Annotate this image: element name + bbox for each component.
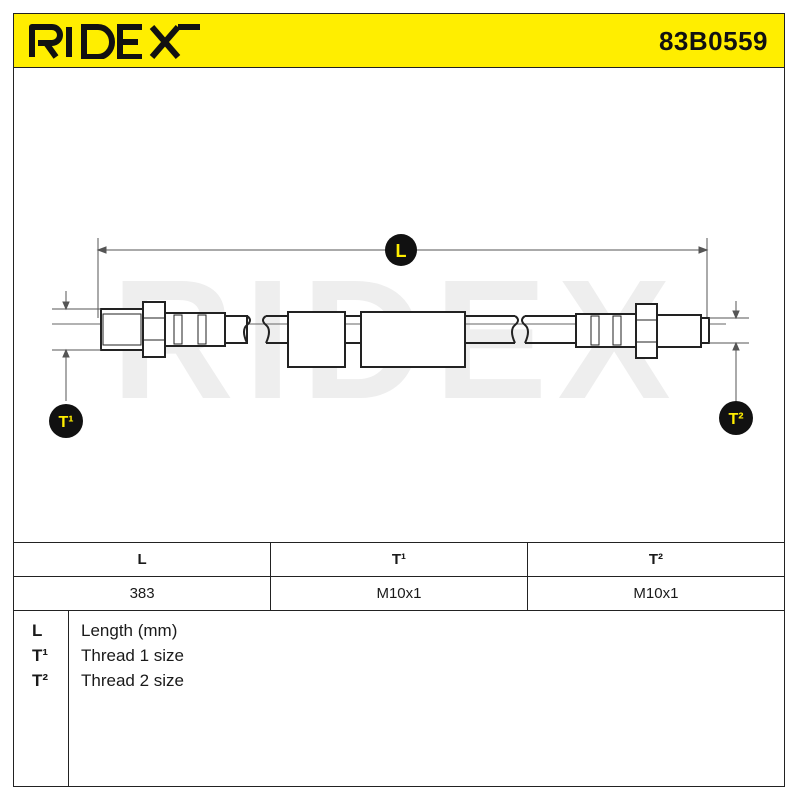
svg-text:T²: T² [728,411,743,428]
part-number: 83B0559 [658,26,768,56]
spec-table: L T¹ T² 383 M10x1 M10x1 [14,542,784,611]
legend-item: L Length (mm) [14,621,784,645]
legend-item: T¹ Thread 1 size [14,646,784,670]
svg-text:T¹: T¹ [58,414,73,431]
legend-text: Length (mm) [81,621,178,640]
spec-value-length: 383 [14,576,271,611]
legend-key: T² [32,671,49,690]
spec-value-thread2: M10x1 [526,576,784,611]
hose [100,301,710,368]
legend-item: T² Thread 2 size [14,671,784,695]
legend-divider [68,611,69,786]
spec-value-row: 383 M10x1 M10x1 [14,576,784,611]
thread1-badge: T¹ [49,404,83,438]
spec-header-length: L [14,542,271,577]
legend-key: T¹ [32,646,49,665]
product-sheet: 83B0559 RIDEX L [13,13,785,787]
svg-text:L: L [396,241,407,261]
thread2-dimension [709,301,749,401]
legend: L Length (mm) T¹ Thread 1 size T² Thread… [14,611,784,786]
legend-text: Thread 2 size [81,671,184,690]
ridex-logo [29,24,200,59]
header-bar: 83B0559 [14,14,784,68]
thread1-dimension [52,291,101,401]
legend-text: Thread 1 size [81,646,184,665]
thread2-badge: T² [719,401,753,435]
length-badge: L [385,234,417,266]
brake-hose-drawing: RIDEX L [49,234,753,438]
spec-value-thread1: M10x1 [270,576,528,611]
spec-header-thread1: T¹ [270,542,528,577]
spec-header-row: L T¹ T² [14,542,784,577]
legend-key: L [32,621,43,640]
spec-header-thread2: T² [526,542,784,577]
